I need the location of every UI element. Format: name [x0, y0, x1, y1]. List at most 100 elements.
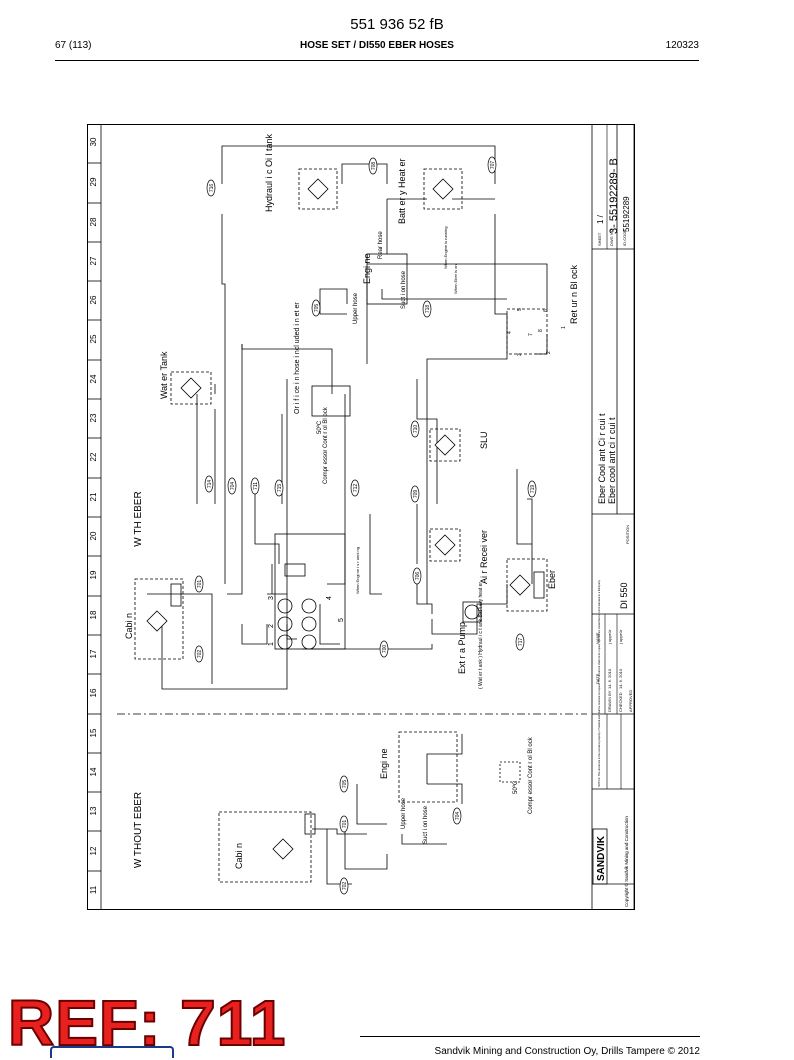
grid-number: 17 [89, 649, 98, 658]
drawn-label: DRAWN BY [607, 690, 612, 712]
checked-label: CHECKED [618, 692, 623, 712]
section-label-with-eber: W TH EBER [133, 491, 144, 546]
grid-numbers: 30 29 28 27 26 25 24 23 22 21 20 19 18 1… [89, 137, 98, 894]
legal-notice: NOTICE: This document is the exclusive p… [598, 579, 601, 787]
dwg-label: DWG NO. [609, 228, 614, 246]
callout: 705 [314, 304, 320, 313]
sandvik-logo [592, 828, 608, 885]
callout: 711 [253, 482, 259, 490]
control-valves [277, 598, 317, 650]
copyright: Copyright © Sandvik Mining and Construct… [623, 816, 629, 907]
callout: 701 [342, 820, 348, 829]
name-header: NAME [595, 632, 600, 644]
drawn-date: 14. 6. 2010 [607, 668, 612, 689]
callout: 701 [197, 580, 203, 589]
port-numbers: 1 2 3 4 5 4 5 6 7 8 3 2 1 [268, 308, 567, 646]
circuit-subtitle: Eber cool ant ci r cui t [607, 417, 617, 504]
engine-label: Engi ne [362, 253, 372, 284]
date-code: 120323 [665, 40, 699, 51]
port-number: 4 [326, 596, 333, 600]
hose-lines-without-eber [312, 734, 463, 885]
title-block: Eber Cool ant Ci r cui t Eber cool ant c… [591, 124, 635, 910]
port-number: 3 [517, 353, 523, 356]
hose-lines [147, 145, 548, 690]
callout: 709 [413, 490, 419, 499]
page-counter: 67 (113) [55, 40, 92, 51]
callout: 717 [518, 638, 524, 647]
header-row: 67 (113) HOSE SET / DI550 EBER HOSES 120… [55, 40, 699, 56]
suction-hose-label: Suct i on hose [401, 270, 407, 309]
battery-heater-label: Batt er y Heat er [397, 158, 407, 224]
brand-name: SANDVIK [596, 835, 607, 881]
port-number: 4 [507, 331, 513, 334]
suction-hose-label-2: Suct i on hose [423, 805, 429, 844]
sheet-value: 1 / [596, 214, 605, 224]
callout: 702 [342, 882, 348, 891]
rear-hose-label: Rear hose [378, 231, 384, 259]
grid-number: 23 [89, 413, 98, 422]
grid-ruler [87, 162, 101, 872]
callout: 707 [490, 161, 496, 170]
checked-name: j uppe1r [618, 629, 623, 645]
components-without-eber [218, 731, 521, 883]
frame [87, 124, 635, 910]
hydraulic-tank-label: Hydraul i c Oi l tank [264, 133, 274, 212]
grid-number: 27 [89, 256, 98, 265]
grid-number: 26 [89, 295, 98, 304]
orifice-label: Or i f i ce i n hose i ncl uded i n et e… [294, 302, 301, 414]
footer-logo [50, 1046, 174, 1058]
port-number: 5 [338, 618, 345, 622]
section-label-without-eber: W THOUT EBER [133, 792, 144, 868]
model-value: DI 550 [619, 582, 629, 609]
callout: 710 [413, 425, 419, 434]
eber-on-note: When Eber is on [453, 264, 458, 294]
position-label: POSITION [625, 525, 630, 544]
circuit-title: Eber Cool ant Ci r cui t [597, 413, 607, 504]
callout: 714 [207, 480, 213, 489]
port-number: 1 [268, 642, 275, 646]
temp-label: 50ºC [316, 420, 323, 434]
hose-callouts: 716 708 707 718 705 714 704 711 715 712 … [194, 156, 537, 895]
grid-number: 25 [89, 334, 98, 343]
callout: 702 [197, 650, 203, 659]
callout: 712 [353, 484, 359, 493]
port-number: 3 [268, 596, 275, 600]
grid-number: 29 [89, 177, 98, 186]
callout: 708 [371, 162, 377, 171]
callout: 719 [530, 485, 536, 494]
heat-exchangers [134, 168, 548, 660]
callout: 715 [277, 484, 283, 493]
drawn-name: j uppe1r [607, 629, 612, 645]
grid-number: 22 [89, 452, 98, 461]
engine-running-note: When Engine is running [443, 227, 448, 269]
grid-number: 18 [89, 610, 98, 619]
air-receiver-label: Ai r Recei ver [479, 530, 489, 584]
upper-hose-label: Upper hose [353, 292, 359, 324]
grid-number: 20 [89, 531, 98, 540]
callout: 705 [342, 780, 348, 789]
grid-number: 28 [89, 217, 98, 226]
grid-number: 14 [89, 767, 98, 776]
date-header: DATE [595, 673, 600, 684]
grid-number: 15 [89, 728, 98, 737]
component-labels-without-eber: Engi ne Upper hose Suct i on hose 50ºC C… [234, 736, 534, 869]
grid-number: 12 [89, 846, 98, 855]
dwg-number: 3- 55192289- B [608, 158, 620, 234]
grid-number: 16 [89, 688, 98, 697]
checked-date: 14. 6. 2010 [618, 668, 623, 689]
port-number: 6 [543, 309, 549, 312]
callout: 700 [382, 645, 388, 654]
component-labels: Hydraul i c Oi l tank Batt er y Heat er … [124, 133, 579, 689]
slu-label: SLU [479, 431, 489, 449]
sheet-label: SHEET [597, 232, 602, 246]
engine-label-2: Engi ne [379, 748, 389, 779]
port-number: 1 [561, 326, 567, 329]
eber-label: Eber [547, 570, 557, 589]
water-tank-label: Wat er Tank [159, 351, 169, 399]
extra-pump-label: Ext r a Pump [457, 622, 467, 674]
idcode-label: ID-CODE [622, 229, 627, 246]
hydraulic-diagram: 30 29 28 27 26 25 24 23 22 21 20 19 18 1… [87, 124, 635, 910]
compressor-block-label: Compr essor Cont r ol Bl ock [323, 406, 329, 484]
grid-number: 11 [89, 885, 98, 894]
grid-number: 30 [89, 137, 98, 146]
